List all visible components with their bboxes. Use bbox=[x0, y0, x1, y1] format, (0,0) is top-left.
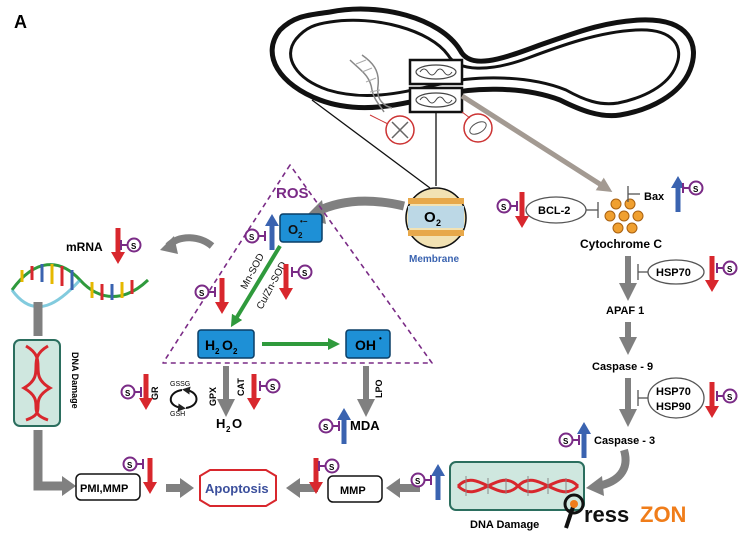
svg-text:ZON: ZON bbox=[640, 502, 686, 527]
s-label: S bbox=[501, 203, 507, 212]
arrow-membrane-ros bbox=[313, 196, 406, 217]
o2-sub: 2 bbox=[436, 218, 441, 228]
gssg-label: GSSG bbox=[170, 381, 190, 388]
dna-helix-horizontal-icon bbox=[456, 476, 580, 496]
cat-label: CAT bbox=[236, 378, 246, 396]
s-label: S bbox=[323, 423, 329, 432]
gr-label: GR bbox=[150, 386, 160, 400]
damage-circle-icon bbox=[369, 114, 415, 145]
pmi-down-arrow bbox=[143, 458, 157, 494]
o2-label: O bbox=[424, 209, 436, 226]
panel-label: A bbox=[14, 12, 27, 32]
cytochrome-c-label: Cytochrome C bbox=[580, 237, 662, 251]
apoptosis-box bbox=[199, 469, 277, 507]
hsp70-a-label: HSP70 bbox=[656, 267, 691, 279]
ros-triangle bbox=[162, 164, 433, 364]
s-label: S bbox=[727, 393, 733, 402]
s-label: S bbox=[125, 389, 131, 398]
arrowhead bbox=[586, 476, 604, 496]
dna-helix-vertical-icon bbox=[21, 344, 53, 422]
s-label: S bbox=[329, 463, 335, 472]
superoxide-box bbox=[279, 213, 323, 243]
pmi-mmp-box bbox=[75, 473, 141, 501]
hsp70-a-oval bbox=[647, 259, 705, 285]
oh-label: OH bbox=[355, 337, 376, 353]
superoxide-label: O bbox=[288, 222, 298, 237]
s-label: S bbox=[127, 461, 133, 470]
h2o2-h: H bbox=[205, 337, 215, 353]
mmp-label: MMP bbox=[340, 485, 366, 497]
h2o2-box bbox=[197, 329, 255, 359]
arrowhead bbox=[386, 478, 400, 498]
dna-up-arrow bbox=[431, 464, 445, 500]
dna-to-pmi-arrow bbox=[33, 430, 64, 491]
gsh-label: GSH bbox=[170, 411, 185, 418]
dna-sketch-icon bbox=[349, 54, 393, 113]
sod2-down-arrow bbox=[215, 278, 229, 314]
svg-text:ress: ress bbox=[584, 502, 629, 527]
h2o2-sub1: 2 bbox=[215, 347, 220, 356]
cytochrome-c-icon bbox=[604, 198, 644, 234]
h2o2-o: O bbox=[222, 337, 233, 353]
dna-damage-right-label: DNA Damage bbox=[470, 519, 539, 531]
s-label: S bbox=[302, 269, 308, 278]
h2o-sub: 2 bbox=[226, 425, 231, 434]
hsp70-a-down-arrow bbox=[705, 256, 719, 292]
hsp70-b-label: HSP70 bbox=[656, 386, 691, 398]
s-label: S bbox=[199, 289, 205, 298]
mitochondria-boxes bbox=[408, 58, 464, 114]
presszon-watermark-logo: ress ZON bbox=[563, 493, 686, 529]
bax-label: Bax bbox=[644, 191, 665, 203]
arrowhead bbox=[62, 476, 76, 496]
arrowhead bbox=[160, 236, 178, 254]
s-label: S bbox=[249, 233, 255, 242]
organelle-loop bbox=[269, 6, 696, 119]
caspase9-label: Caspase - 9 bbox=[592, 361, 653, 373]
s-label: S bbox=[563, 437, 569, 446]
superoxide-sub: 2 bbox=[298, 231, 303, 240]
s-label: S bbox=[131, 242, 137, 251]
hsp90-label: HSP90 bbox=[656, 401, 691, 413]
sod-arrow bbox=[230, 244, 282, 328]
s-label: S bbox=[693, 185, 699, 194]
arrowhead bbox=[180, 478, 194, 498]
superoxide-sup: •− bbox=[300, 217, 308, 226]
glutathione-cycle-icon bbox=[169, 386, 198, 412]
mmp-box bbox=[327, 475, 383, 503]
s-label: S bbox=[270, 383, 276, 392]
mda-label: MDA bbox=[350, 418, 380, 433]
oh-sup: • bbox=[379, 334, 382, 343]
h2o2-sub2: 2 bbox=[233, 347, 238, 356]
membrane-label: Membrane bbox=[409, 254, 459, 265]
gpx-label: GPX bbox=[208, 387, 218, 406]
hsp70-hsp90-oval bbox=[647, 377, 705, 419]
release-arrow bbox=[460, 93, 613, 193]
dna-damage-left-label: DNA Damage bbox=[70, 352, 80, 409]
oh-box bbox=[345, 329, 391, 359]
bax-up-arrow bbox=[671, 176, 685, 212]
mito-circle-icon bbox=[461, 111, 493, 143]
pmi-mmp-label: PMI,MMP bbox=[80, 483, 128, 495]
membrane-icon bbox=[405, 187, 467, 249]
superoxide-up-arrow bbox=[265, 214, 279, 250]
mrna-label: mRNA bbox=[66, 240, 103, 254]
s-label: S bbox=[415, 477, 421, 486]
mrna-strand-icon bbox=[10, 263, 150, 309]
s-label: S bbox=[727, 265, 733, 274]
ros-title: ROS bbox=[276, 185, 309, 202]
h2o-h: H bbox=[216, 416, 225, 431]
cat-down-arrow bbox=[247, 374, 261, 410]
bcl2-label: BCL-2 bbox=[538, 205, 570, 217]
lpo-label: LPO bbox=[374, 379, 384, 398]
caspase3-label: Caspase - 3 bbox=[594, 435, 655, 447]
apoptosis-label: Apoptosis bbox=[205, 481, 269, 496]
h2o-o: O bbox=[232, 416, 242, 431]
apaf1-label: APAF 1 bbox=[606, 305, 644, 317]
connector-line bbox=[311, 99, 431, 189]
dna-damage-left-box bbox=[13, 339, 61, 427]
arrowhead bbox=[286, 478, 300, 498]
